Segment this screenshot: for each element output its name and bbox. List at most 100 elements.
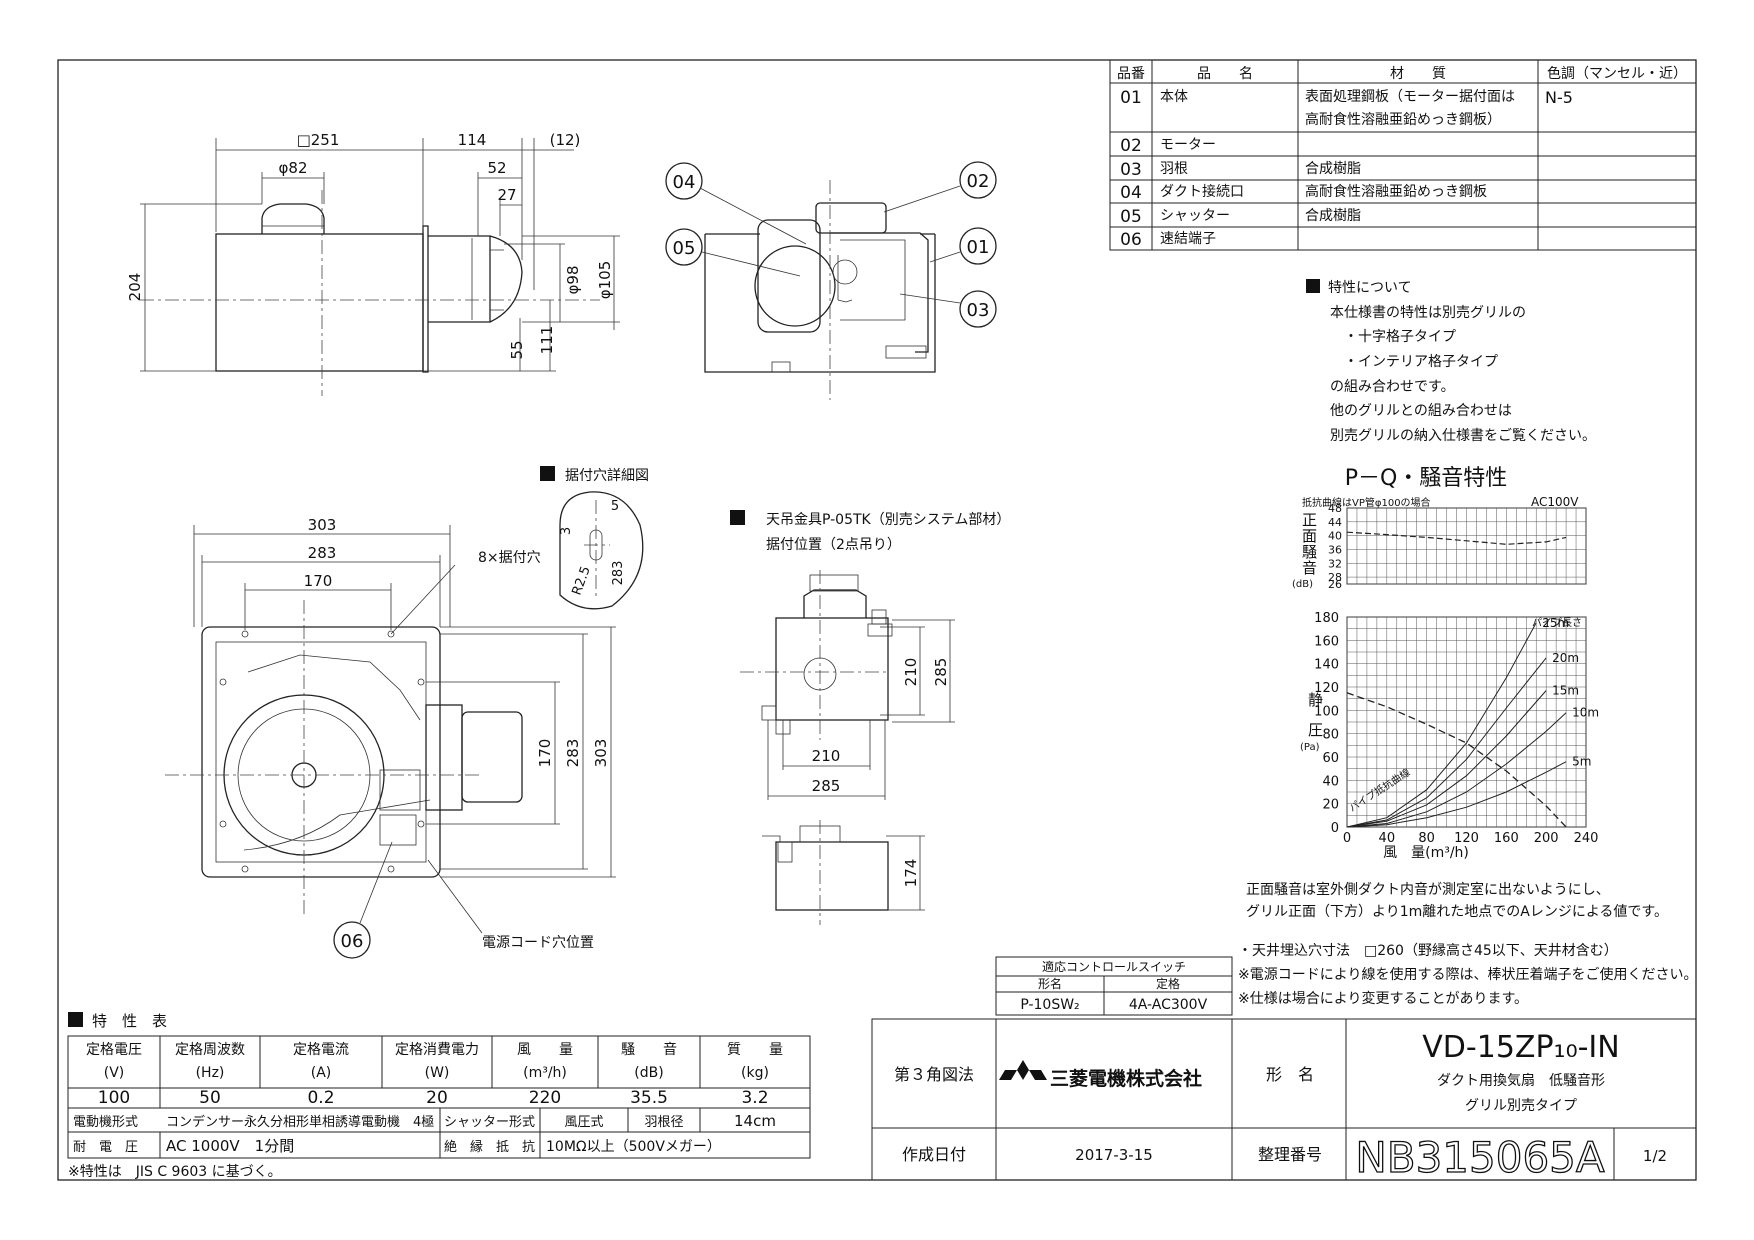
noise-series-line bbox=[1346, 531, 1567, 545]
features-line: 別売グリルの納入仕様書をご覧ください。 bbox=[1330, 427, 1596, 444]
spec-footnote: ※特性は JIS C 9603 に基づく。 bbox=[68, 1163, 282, 1180]
spec-title: 特 性 表 bbox=[92, 1012, 167, 1030]
spec-value: 3.2 bbox=[741, 1088, 768, 1108]
spec-value: 50 bbox=[199, 1088, 221, 1108]
body-outline bbox=[215, 233, 424, 372]
noise-ylabel-4: 音 bbox=[1302, 559, 1317, 577]
pq-resistance-curve bbox=[1346, 657, 1547, 828]
pq-ytick-label: 80 bbox=[1322, 728, 1339, 743]
svg-text:04: 04 bbox=[673, 172, 696, 193]
pq-resistance-label: 5m bbox=[1572, 755, 1591, 769]
part-no: 06 bbox=[1120, 230, 1142, 250]
hole-dim-5: 5 bbox=[611, 499, 619, 514]
noise-ytick-label: 44 bbox=[1328, 516, 1342, 529]
company-logo bbox=[999, 1060, 1047, 1080]
dim-v210: 210 bbox=[902, 658, 920, 687]
switch-rating: 4A-AC300V bbox=[1129, 997, 1208, 1013]
dim-h303: 303 bbox=[592, 739, 610, 768]
spec-blade-label: 羽根径 bbox=[644, 1115, 683, 1130]
dim-v285: 285 bbox=[932, 658, 950, 687]
features-line: ・インテリア格子タイプ bbox=[1344, 354, 1498, 370]
dim-h285: 285 bbox=[812, 777, 841, 795]
spec-value: 0.2 bbox=[307, 1088, 334, 1108]
spec-header: 騒 音 bbox=[621, 1041, 677, 1058]
spec-shutter-value: 風圧式 bbox=[564, 1115, 603, 1130]
switch-model: P-10SW₂ bbox=[1020, 997, 1079, 1013]
noise-ytick-label: 36 bbox=[1328, 543, 1342, 556]
parts-header-no: 品番 bbox=[1117, 66, 1145, 82]
parts-header-color: 色調（マンセル・近） bbox=[1547, 65, 1687, 82]
duct-connector bbox=[428, 235, 491, 323]
part-name: モーター bbox=[1160, 137, 1216, 153]
pq-xtick-label: 80 bbox=[1418, 831, 1435, 846]
dim-h210: 210 bbox=[812, 747, 841, 765]
note-line: ※電源コードにより線を使用する際は、棒状圧着端子をご使用ください。 bbox=[1238, 966, 1697, 983]
spec-voltage-value: AC 1000V 1分間 bbox=[166, 1137, 294, 1155]
noise-voltage: AC100V bbox=[1531, 495, 1579, 509]
pq-xtick-label: 240 bbox=[1574, 831, 1599, 846]
pq-ytick-label: 100 bbox=[1314, 704, 1339, 719]
svg-text:02: 02 bbox=[967, 171, 990, 192]
spec-header: 定格周波数 bbox=[175, 1042, 245, 1058]
noise-chart: 抵抗曲線はVP管φ100の場合 AC100V 正 面 騒 音 (dB) 2628… bbox=[1292, 495, 1587, 591]
dim-52: 52 bbox=[487, 159, 506, 177]
hanger-subtitle: 据付位置（2点吊り） bbox=[766, 537, 901, 553]
parts-header-material: 材 質 bbox=[1390, 66, 1446, 82]
features-note: 特性について 本仕様書の特性は別売グリルの ・十字格子タイプ ・インテリア格子タ… bbox=[1306, 279, 1596, 444]
drawing-number: NB315065A bbox=[1355, 1133, 1605, 1182]
pq-xtick-label: 40 bbox=[1379, 831, 1396, 846]
svg-text:03: 03 bbox=[967, 300, 990, 321]
hanger-title: 天吊金具P-05TK（別売システム部材） bbox=[766, 512, 1010, 528]
spec-table: 特 性 表 定格電圧 定格周波数 定格電流 定格消費電力 風 量 騒 音 質 量… bbox=[67, 1012, 811, 1180]
spec-unit: (A) bbox=[311, 1065, 332, 1081]
spec-unit: (W) bbox=[425, 1065, 450, 1081]
section-body bbox=[704, 234, 936, 373]
balloon-06: 06 bbox=[333, 841, 393, 959]
spec-motor-label: 電動機形式 bbox=[73, 1115, 138, 1130]
pq-curve bbox=[1346, 692, 1567, 828]
spec-value: 20 bbox=[426, 1088, 448, 1108]
part-material: 高耐食性溶融亜鉛めっき鋼板 bbox=[1305, 183, 1487, 200]
balloon-03: 03 bbox=[899, 290, 997, 328]
noise-ytick-label: 26 bbox=[1328, 578, 1342, 591]
dim-dia105: φ105 bbox=[596, 261, 614, 300]
pq-ytick-label: 140 bbox=[1314, 658, 1339, 673]
switch-title: 適応コントロールスイッチ bbox=[1042, 959, 1186, 974]
label-cord-hole: 電源コード穴位置 bbox=[482, 935, 594, 951]
dim-w283: 283 bbox=[308, 544, 337, 562]
noise-ylabel-3: 騒 bbox=[1302, 543, 1317, 561]
part-name: ダクト接続口 bbox=[1160, 183, 1244, 200]
part-name: 本体 bbox=[1160, 89, 1188, 105]
hole-detail-outline bbox=[559, 491, 644, 610]
pq-ylabel-2: 圧 bbox=[1308, 721, 1323, 739]
pq-resistance-label: 10m bbox=[1572, 706, 1599, 720]
noise-ytick-label: 28 bbox=[1328, 571, 1342, 584]
dim-outlet-width: 114 bbox=[458, 131, 487, 149]
spec-insulation-value: 10MΩ以上（500Vメガー） bbox=[546, 1139, 721, 1155]
balloon-05: 05 bbox=[665, 228, 801, 277]
title-block: 第３角図法 三菱電機株式会社 形 名 VD-15ZP₁₀-IN ダクト用換気扇 … bbox=[871, 1018, 1697, 1183]
creation-date: 2017-3-15 bbox=[1075, 1146, 1153, 1164]
noise-ylabel-1: 正 bbox=[1302, 511, 1317, 529]
pq-ylabel-1: 静 bbox=[1308, 691, 1323, 709]
hanger-side-body bbox=[775, 841, 889, 911]
spec-header: 質 量 bbox=[727, 1042, 783, 1058]
part-no: 01 bbox=[1120, 88, 1142, 108]
pq-xtick-label: 120 bbox=[1454, 831, 1479, 846]
hanger-plan-body bbox=[775, 617, 889, 721]
balloon-02: 02 bbox=[883, 161, 997, 213]
features-line: ・十字格子タイプ bbox=[1344, 329, 1456, 345]
spec-header: 風 量 bbox=[517, 1042, 573, 1058]
pq-resistance-curve bbox=[1346, 690, 1547, 828]
dim-edge: (12) bbox=[550, 131, 581, 149]
top-collar bbox=[261, 203, 325, 234]
number-label: 整理番号 bbox=[1258, 1145, 1322, 1164]
balloon-01: 01 bbox=[929, 227, 997, 265]
model-desc-2: グリル別売タイプ bbox=[1465, 1098, 1577, 1114]
plan-outer bbox=[201, 626, 441, 878]
pq-resistance-label: 20m bbox=[1552, 651, 1579, 665]
chart-note-line: 正面騒音は室外側ダクト内音が測定室に出ないようにし、 bbox=[1246, 881, 1610, 898]
svg-text:05: 05 bbox=[673, 238, 696, 259]
hole-dim-3: 3 bbox=[559, 527, 574, 535]
